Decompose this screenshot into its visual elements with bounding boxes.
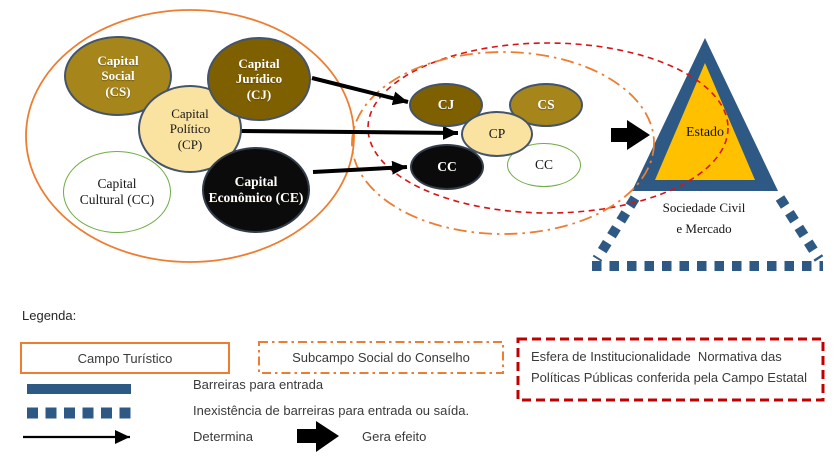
legend-barreiras-bar — [27, 384, 131, 394]
capital-social-label: Capital Social (CS) — [97, 53, 139, 99]
ellipse-capital-juridico: Capital Jurídico (CJ) — [207, 37, 311, 121]
legend-esfera-box — [516, 337, 825, 402]
estado-label: Estado — [685, 124, 725, 140]
subcampo-cp-label: CP — [488, 126, 506, 142]
legend-esfera-label: Esfera de Institucionalidade Normativa d… — [531, 349, 808, 385]
ellipse-capital-economico: Capital Econômico (CE) — [202, 147, 310, 233]
subcampo-social-boundary-ellipse — [351, 51, 655, 235]
capital-politico-label: Capital Político (CP) — [169, 106, 211, 152]
capital-economico-label: Capital Econômico (CE) — [208, 174, 304, 205]
legend-title: Legenda: — [22, 308, 77, 323]
subcampo-cj-label: CJ — [437, 97, 455, 113]
legend-barreiras-label: Barreiras para entrada — [193, 377, 324, 392]
legend-subcampo-label: Subcampo Social do Conselho — [292, 350, 470, 365]
legend-gera-efeito-label: Gera efeito — [362, 429, 427, 444]
determina-arrow-ce — [312, 160, 408, 175]
ellipse-capital-cultural: Capital Cultural (CC) — [63, 151, 171, 233]
legend-campo-turistico-box: Campo Turístico — [20, 342, 230, 374]
ellipse-subcampo-cc-economico: CC — [410, 144, 484, 190]
sociedade-dashed-side-left — [592, 195, 640, 262]
sociedade-label-box: Sociedade Civil e Mercado — [639, 197, 769, 239]
legend-inexistencia-label: Inexistência de barreiras para entrada o… — [193, 403, 470, 418]
sociedade-civil-mercado-label: Sociedade Civil e Mercado — [662, 200, 746, 236]
gera-efeito-block-arrow — [611, 120, 650, 150]
legend-determina-label: Determina — [193, 429, 253, 444]
esfera-institucionalidade-boundary-ellipse — [367, 42, 729, 214]
legend-gera-efeito-block-arrow — [297, 421, 339, 452]
estado-triangle-inner — [655, 63, 755, 180]
capital-juridico-label: Capital Jurídico (CJ) — [235, 56, 283, 102]
determina-arrow-cp — [239, 125, 459, 140]
capital-cultural-label: Capital Cultural (CC) — [79, 176, 155, 207]
estado-label-box: Estado — [660, 121, 750, 145]
subcampo-cs-label: CS — [537, 97, 555, 113]
subcampo-cc-black-label: CC — [437, 159, 457, 175]
sociedade-dashed-side-right — [775, 195, 824, 262]
determina-arrow-cj — [311, 76, 409, 106]
subcampo-cc-white-label: CC — [534, 157, 553, 173]
ellipse-subcampo-cp: CP — [461, 111, 533, 157]
legend-subcampo-box — [258, 341, 504, 374]
campo-turistico-boundary-ellipse — [25, 9, 355, 263]
legend-campo-turistico-label: Campo Turístico — [77, 350, 173, 366]
legend-subcampo-label-box: Subcampo Social do Conselho — [259, 342, 503, 373]
